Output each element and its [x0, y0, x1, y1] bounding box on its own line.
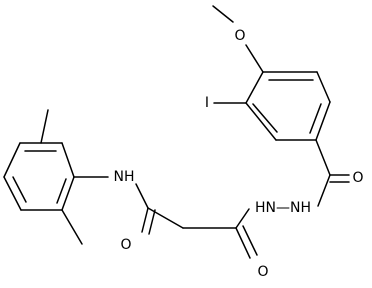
bond-ring1-f [245, 71, 264, 104]
bond-ring1-b [316, 71, 331, 103]
bond-ring1-inner-2 [309, 103, 322, 134]
bond-ring1-inner-3 [252, 103, 278, 133]
atom-carbonyl-oxygen-bottom: O [257, 264, 268, 280]
bond-carbonyl-bottom-o-1 [235, 227, 251, 259]
bond-ring1-e [245, 102, 277, 141]
bond-o-ring [245, 44, 264, 73]
bond-carbonyl-left-nh [135, 183, 149, 209]
atom-labels: O I O HN—NH NH O O [114, 28, 364, 280]
atom-amide-nh: NH [114, 169, 135, 185]
bond-nh-carbonyl-bottom [235, 208, 250, 229]
bond-carbonyl-left-o-1 [141, 207, 149, 233]
bond-ring2-a [61, 142, 75, 178]
bond-ring2-inner-3 [56, 178, 67, 204]
bond-methyl-top [40, 109, 49, 144]
bond-methyl-bottom [61, 209, 83, 245]
bond-lines [3, 5, 350, 259]
bond-ring1-c [315, 101, 331, 141]
bond-ring2-c [3, 142, 21, 178]
bond-carbonyl-bottom-o-2 [242, 225, 258, 256]
bond-ring2-f [61, 176, 75, 211]
atom-carbonyl-oxygen-left: O [120, 237, 131, 253]
atom-iodine: I [205, 95, 209, 111]
bond-ring2-d [3, 176, 22, 211]
atom-methoxy-oxygen: O [234, 28, 245, 44]
bond-ring-carbonyl [315, 139, 331, 176]
atom-carbonyl-oxygen-right: O [352, 170, 363, 186]
bond-carbonyl-left-o-2 [148, 209, 156, 235]
bond-methyl-o [212, 5, 234, 23]
bond-ring2-inner-2 [12, 176, 27, 203]
atom-hydrazide-nhnh: HN—NH [255, 200, 311, 216]
bond-chain-2 [147, 207, 184, 229]
bond-carbonyl-nh [317, 174, 331, 207]
